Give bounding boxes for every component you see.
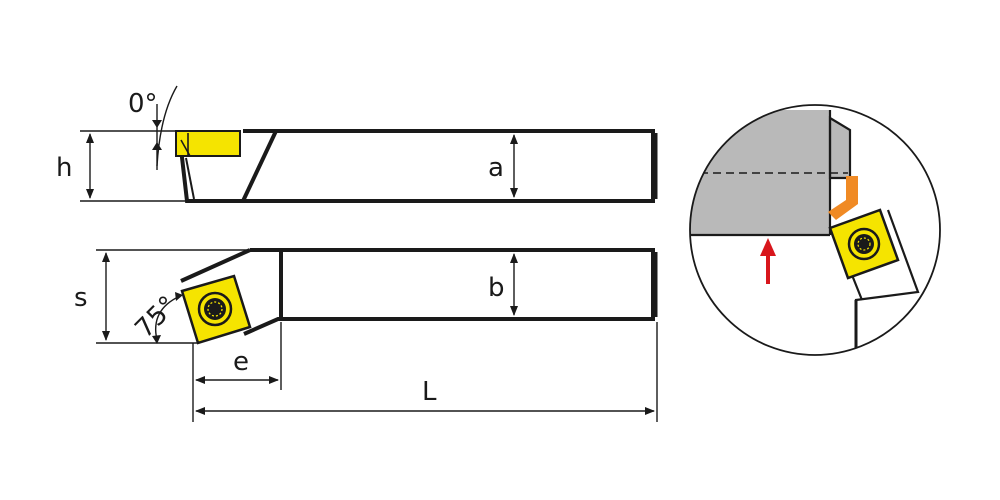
top-view-insert — [180, 274, 252, 345]
side-view-chamfer — [241, 130, 278, 202]
detail-insert — [828, 208, 900, 280]
side-view-shank — [178, 129, 655, 203]
dimension-b-label: b — [488, 273, 505, 303]
dimension-h-label: h — [56, 153, 72, 183]
top-view: 75° s b e L — [74, 248, 658, 422]
dimension-s-label: s — [74, 283, 88, 313]
dimension-s — [96, 249, 250, 344]
dimension-a-label: a — [488, 153, 504, 183]
dimension-e-label: e — [233, 347, 249, 377]
side-view: 0° h a — [56, 85, 658, 203]
detail-circle — [689, 104, 941, 356]
rake-angle-label: 0° — [128, 89, 158, 119]
top-view-head-edge — [180, 248, 251, 283]
dimension-L — [192, 322, 658, 422]
detail-shim — [828, 176, 858, 220]
rake-angle-indicator — [152, 85, 178, 170]
dimension-h — [80, 130, 186, 202]
feed-direction-arrow-icon — [760, 238, 776, 284]
top-view-shank — [243, 248, 655, 336]
side-view-insert — [175, 130, 241, 200]
dimension-L-label: L — [422, 377, 437, 407]
dimension-e — [192, 322, 282, 390]
detail-view — [689, 104, 941, 356]
lead-angle-indicator — [152, 292, 183, 344]
